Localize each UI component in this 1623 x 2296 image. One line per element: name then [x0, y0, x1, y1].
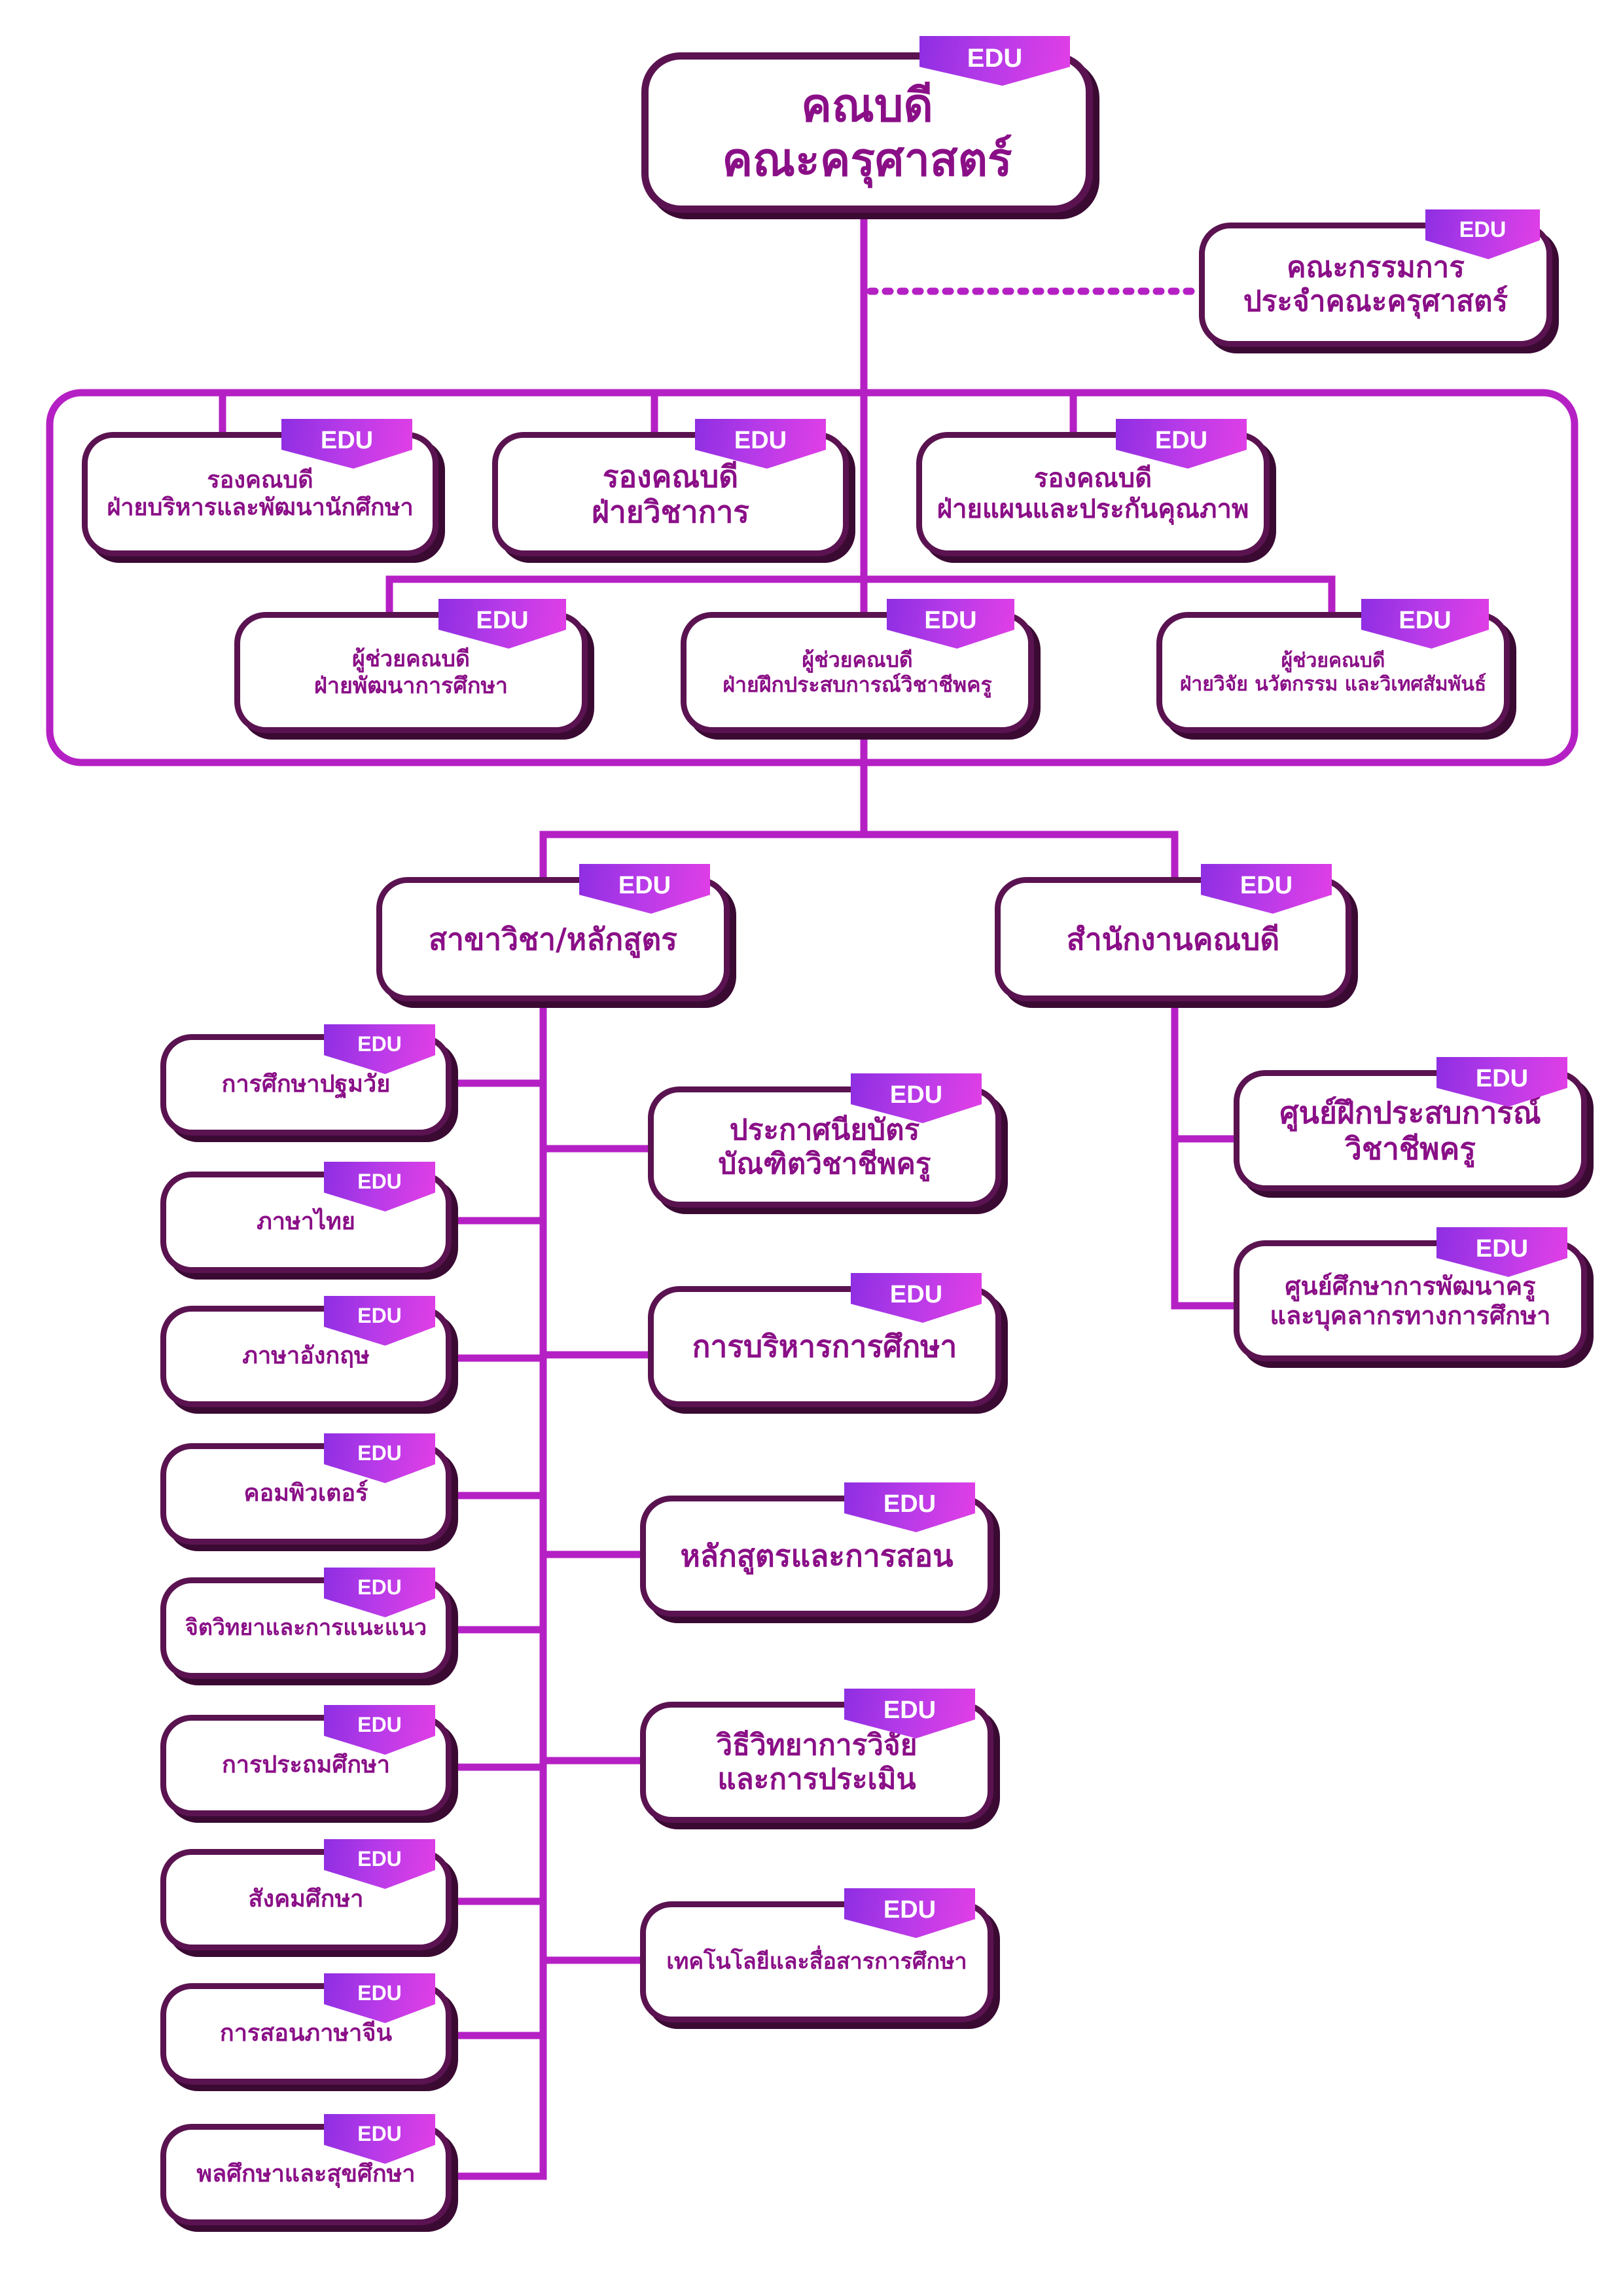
assistant-dean-line1: ผู้ช่วยคณบดี — [352, 646, 470, 673]
vice-dean-line2: ฝ่ายวิชาการ — [591, 494, 749, 529]
program-label: คอมพิวเตอร์ — [243, 1480, 368, 1507]
program-line1: เทคโนโลยีและสื่อสารการศึกษา — [666, 1948, 967, 1975]
office-unit-line1: ศูนย์ศึกษาการพัฒนาครู — [1285, 1271, 1536, 1300]
programs-head-label: สาขาวิชา/หลักสูตร — [429, 921, 677, 957]
vice-dean-line1: รองคณบดี — [1033, 463, 1152, 493]
program-box: ภาษาไทย — [160, 1172, 452, 1273]
assistant-dean-line1: ผู้ช่วยคณบดี — [802, 647, 913, 672]
program-label: การศึกษาปฐมวัย — [221, 1071, 391, 1098]
office-head-label: สำนักงานคณบดี — [1066, 921, 1280, 957]
dean-line2: คณะครุศาสตร์ — [722, 132, 1012, 187]
assistant-dean-line2: ฝ่ายฝึกประสบการณ์วิชาชีพครู — [722, 672, 992, 697]
program-label: จิตวิทยาและการแนะแนว — [185, 1615, 427, 1641]
program-box: ภาษาอังกฤษ — [160, 1306, 452, 1407]
program-line2: บัณฑิตวิชาชีพครู — [718, 1147, 931, 1181]
program-label: พลศึกษาและสุขศึกษา — [196, 2161, 416, 2188]
program-label: สังคมศึกษา — [248, 1886, 364, 1913]
program-line1: วิธีวิทยาการวิจัย — [716, 1728, 918, 1762]
program-label: ภาษาไทย — [257, 1208, 355, 1236]
committee-box: คณะกรรมการ ประจำคณะครุศาสตร์ — [1199, 223, 1552, 347]
dean-line1: คณบดี — [801, 78, 933, 132]
office-unit-line2: และบุคลากรทางการศึกษา — [1270, 1300, 1551, 1330]
assistant-dean-box: ผู้ช่วยคณบดี ฝ่ายพัฒนาการศึกษา — [234, 612, 588, 733]
assistant-dean-box: ผู้ช่วยคณบดี ฝ่ายฝึกประสบการณ์วิชาชีพครู — [681, 612, 1034, 733]
program-label: การสอนภาษาจีน — [219, 2020, 393, 2047]
program-line1: หลักสูตรและการสอน — [680, 1538, 954, 1574]
committee-line1: คณะกรรมการ — [1287, 251, 1465, 285]
assistant-dean-line2: ฝ่ายวิจัย นวัตกรรม และวิเทศสัมพันธ์ — [1179, 672, 1487, 696]
vice-dean-line2: ฝ่ายบริหารและพัฒนานักศึกษา — [107, 494, 414, 521]
vice-dean-line1: รองคณบดี — [207, 466, 313, 493]
program-label: การประถมศึกษา — [222, 1751, 390, 1779]
assistant-dean-line1: ผู้ช่วยคณบดี — [1281, 649, 1385, 673]
assistant-dean-line2: ฝ่ายพัฒนาการศึกษา — [313, 672, 508, 699]
program-line1: การบริหารการศึกษา — [692, 1329, 957, 1365]
program-box: ประกาศนียบัตร บัณฑิตวิชาชีพครู — [648, 1086, 1001, 1208]
program-line2: และการประเมิน — [717, 1762, 916, 1796]
office-unit-line2: วิชาชีพครู — [1345, 1130, 1476, 1166]
assistant-dean-box: ผู้ช่วยคณบดี ฝ่ายวิจัย นวัตกรรม และวิเทศ… — [1156, 612, 1510, 733]
program-box: หลักสูตรและการสอน — [640, 1496, 993, 1617]
vice-dean-line2: ฝ่ายแผนและประกันคุณภาพ — [936, 494, 1249, 524]
program-label: ภาษาอังกฤษ — [242, 1342, 370, 1370]
vice-dean-line1: รองคณบดี — [602, 458, 739, 494]
committee-line2: ประจำคณะครุศาสตร์ — [1243, 285, 1508, 318]
program-line1: ประกาศนียบัตร — [729, 1113, 920, 1147]
program-box: เทคโนโลยีและสื่อสารการศึกษา — [640, 1901, 993, 2022]
